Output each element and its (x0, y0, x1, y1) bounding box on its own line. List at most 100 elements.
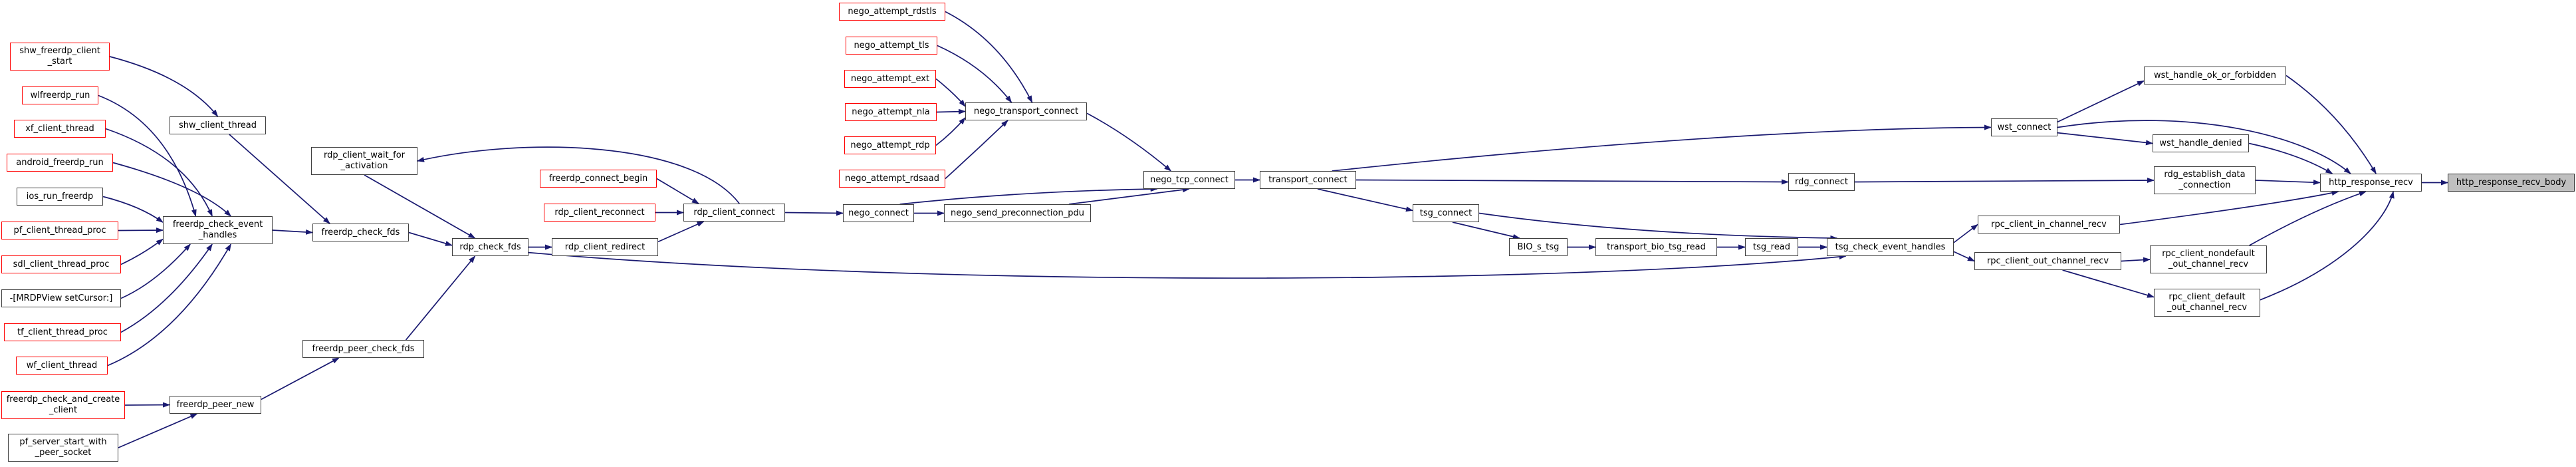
node-freerdp-check-event-handles[interactable]: freerdp_check_event_handles (163, 216, 273, 244)
node-transport-bio-tsg-read[interactable]: transport_bio_tsg_read (1595, 238, 1717, 256)
node-label: shw_client_thread (179, 120, 257, 130)
node-label: http_response_recv (2329, 177, 2413, 188)
edge-wst_connect-to-wst_handle_denied (2057, 132, 2153, 146)
node-rdg-establish-data-connection[interactable]: rdg_establish_data_connection (2154, 166, 2256, 194)
node-nego-attempt-ext[interactable]: nego_attempt_ext (844, 70, 936, 88)
node-label: nego_send_preconnection_pdu (951, 208, 1084, 218)
edge-freerdp_peer_check_fds-to-rdp_check_fds (405, 255, 476, 341)
node-nego-attempt-nla[interactable]: nego_attempt_nla (845, 103, 937, 121)
edge-rdp_client_redirect-to-rdp_client_connect (657, 221, 705, 243)
edge-freerdp_peer_new-to-freerdp_peer_check_fds (261, 357, 340, 400)
node-label: tsg_read (1753, 241, 1790, 252)
node-sdl-client-thread-proc[interactable]: sdl_client_thread_proc (1, 255, 121, 273)
node-rdp-client-reconnect[interactable]: rdp_client_reconnect (544, 204, 655, 222)
node-mrdpview-setcursor[interactable]: -[MRDPView setCursor:] (1, 289, 121, 307)
edge-wst_connect-to-http_response_recv (2057, 120, 2351, 174)
node-label: pf_client_thread_proc (13, 225, 106, 235)
node-tsg-connect[interactable]: tsg_connect (1413, 204, 1479, 222)
node-nego-attempt-rdp[interactable]: nego_attempt_rdp (844, 136, 936, 154)
node-tsg-check-event-handles[interactable]: tsg_check_event_handles (1827, 238, 1954, 256)
node-nego-attempt-rdsaad[interactable]: nego_attempt_rdsaad (839, 170, 945, 188)
edge-nego_attempt_rdsaad-to-nego_transport_connect (945, 120, 1008, 180)
node-transport-connect[interactable]: transport_connect (1260, 171, 1356, 189)
edge-rpc_client_out_channel_recv-to-rpc_client_default_out_channel_recv (2062, 269, 2155, 298)
node-label: freerdp_connect_begin (548, 173, 648, 184)
node-ios-run-freerdp[interactable]: ios_run_freerdp (17, 188, 103, 206)
node-shw-freerdp-client-start[interactable]: shw_freerdp_client_start (10, 43, 110, 71)
node-rdp-client-wait-for-activation[interactable]: rdp_client_wait_for_activation (311, 147, 417, 175)
node-tsg-read[interactable]: tsg_read (1745, 238, 1798, 256)
node-label: rpc_client_default (2168, 292, 2246, 302)
node-label: wlfreerdp_run (30, 90, 90, 100)
edge-rdp_client_connect-to-rdp_client_wait_for_activation (417, 146, 740, 204)
node-label: _start (47, 57, 72, 67)
node-wf-client-thread[interactable]: wf_client_thread (16, 357, 108, 375)
node-BIO-s-tsg[interactable]: BIO_s_tsg (1509, 238, 1568, 256)
node-rdp-client-redirect[interactable]: rdp_client_redirect (552, 238, 658, 256)
node-label: nego_attempt_nla (852, 106, 930, 117)
edge-rdp_client_wait_for_activation-to-rdp_check_fds (364, 174, 476, 239)
edge-transport_connect-to-rdg_connect (1355, 179, 1789, 185)
node-nego-transport-connect[interactable]: nego_transport_connect (965, 102, 1087, 120)
node-freerdp-connect-begin[interactable]: freerdp_connect_begin (540, 170, 657, 188)
node-rdp-client-connect[interactable]: rdp_client_connect (683, 204, 785, 222)
node-xf-client-thread[interactable]: xf_client_thread (14, 120, 106, 138)
node-label: wst_handle_denied (2159, 138, 2242, 148)
node-label: pf_server_start_with (19, 437, 107, 447)
node-label: transport_bio_tsg_read (1607, 241, 1706, 252)
node-freerdp-peer-check-fds[interactable]: freerdp_peer_check_fds (302, 340, 424, 358)
node-rdp-check-fds[interactable]: rdp_check_fds (452, 238, 528, 256)
node-freerdp-check-fds[interactable]: freerdp_check_fds (312, 224, 409, 241)
edge-rpc_client_out_channel_recv-to-rpc_client_nondefault_out_channel_recv (2121, 257, 2151, 263)
edge-mrdpview_setcursor-to-freerdp_check_event_handles (120, 243, 191, 299)
node-nego-attempt-rdstls[interactable]: nego_attempt_rdstls (839, 3, 945, 21)
node-freerdp-check-and-create-client[interactable]: freerdp_check_and_create_client (1, 391, 125, 419)
node-label: rpc_client_nondefault (2162, 249, 2255, 259)
node-label: BIO_s_tsg (1517, 241, 1560, 252)
edge-xf_client_thread-to-freerdp_check_event_handles (105, 128, 213, 217)
node-label: tsg_connect (1419, 208, 1472, 218)
node-label: tsg_check_event_handles (1835, 241, 1946, 252)
node-nego-attempt-tls[interactable]: nego_attempt_tls (846, 37, 937, 55)
edge-rpc_client_in_channel_recv-to-http_response_recv (2119, 190, 2339, 226)
node-android-freerdp-run[interactable]: android_freerdp_run (7, 154, 113, 172)
node-shw-client-thread[interactable]: shw_client_thread (170, 116, 266, 134)
edge-rdg_establish_data_connection-to-http_response_recv (2255, 180, 2321, 186)
node-label: android_freerdp_run (16, 157, 104, 168)
edge-nego_attempt_ext-to-nego_transport_connect (935, 78, 966, 107)
node-label: nego_attempt_rdsaad (845, 173, 939, 184)
node-label: _handles (198, 230, 237, 240)
edge-transport_connect-to-tsg_connect (1317, 188, 1413, 212)
node-label: nego_attempt_ext (850, 73, 930, 84)
edge-pf_server_start_with_peer_socket-to-freerdp_peer_new (118, 413, 198, 448)
node-label: freerdp_check_and_create (6, 394, 120, 404)
edge-android_freerdp_run-to-freerdp_check_event_handles (112, 162, 232, 217)
node-wst-handle-denied[interactable]: wst_handle_denied (2153, 134, 2249, 152)
node-wst-handle-ok-or-forbidden[interactable]: wst_handle_ok_or_forbidden (2144, 67, 2286, 84)
node-rpc-client-out-channel-recv[interactable]: rpc_client_out_channel_recv (1974, 252, 2121, 270)
edge-tsg_check_event_handles-to-rpc_client_out_channel_recv (1953, 251, 1975, 262)
node-http-response-recv[interactable]: http_response_recv (2320, 174, 2422, 192)
node-nego-connect[interactable]: nego_connect (843, 204, 914, 222)
node-tf-client-thread-proc[interactable]: tf_client_thread_proc (4, 323, 121, 341)
edge-ios_run_freerdp-to-freerdp_check_event_handles (102, 196, 164, 223)
node-rpc-client-in-channel-recv[interactable]: rpc_client_in_channel_recv (1978, 216, 2120, 234)
node-label: nego_attempt_tls (854, 40, 929, 51)
node-wlfreerdp-run[interactable]: wlfreerdp_run (22, 86, 98, 104)
node-label: nego_tcp_connect (1150, 174, 1229, 185)
node-label: transport_connect (1268, 174, 1347, 185)
edge-nego_connect-to-nego_tcp_connect (899, 186, 1158, 205)
edge-nego_attempt_rdstls-to-nego_transport_connect (945, 11, 1033, 103)
node-nego-send-preconnection-pdu[interactable]: nego_send_preconnection_pdu (944, 204, 1091, 222)
node-freerdp-peer-new[interactable]: freerdp_peer_new (170, 396, 261, 414)
node-rpc-client-default-out-channel-recv[interactable]: rpc_client_default_out_channel_recv (2154, 289, 2260, 317)
node-nego-tcp-connect[interactable]: nego_tcp_connect (1143, 171, 1235, 189)
node-label: rdp_check_fds (459, 241, 521, 252)
node-wst-connect[interactable]: wst_connect (1991, 118, 2057, 136)
node-pf-client-thread-proc[interactable]: pf_client_thread_proc (1, 222, 118, 239)
edge-nego_attempt_rdp-to-nego_transport_connect (935, 117, 966, 146)
node-pf-server-start-with-peer-socket[interactable]: pf_server_start_with_peer_socket (8, 434, 118, 462)
node-rdg-connect[interactable]: rdg_connect (1788, 173, 1855, 191)
edge-rdp_client_connect-to-nego_connect (784, 210, 844, 216)
node-rpc-client-nondefault-out-channel-recv[interactable]: rpc_client_nondefault_out_channel_recv (2150, 245, 2267, 273)
